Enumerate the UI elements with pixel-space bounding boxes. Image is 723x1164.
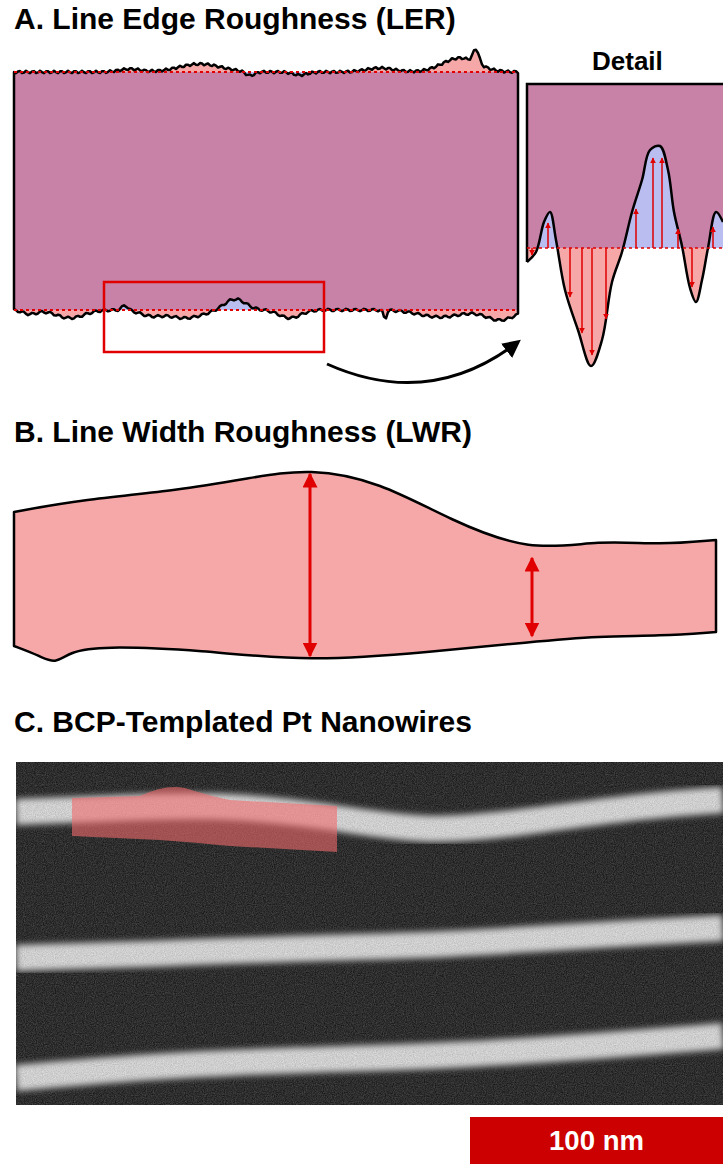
scale-label: 100 nm — [470, 1117, 723, 1164]
ler-detail — [527, 84, 723, 366]
nanowire-micrograph — [16, 762, 723, 1105]
ler-panel — [14, 50, 518, 383]
detail-label: Detail — [592, 46, 663, 77]
panel-title: B. Line Width Roughness (LWR) — [14, 414, 472, 450]
panel-title: C. BCP-Templated Pt Nanowires — [14, 704, 472, 740]
panel-title: A. Line Edge Roughness (LER) — [14, 1, 456, 37]
lwr-panel — [14, 472, 716, 661]
scale-bar — [470, 1117, 723, 1164]
